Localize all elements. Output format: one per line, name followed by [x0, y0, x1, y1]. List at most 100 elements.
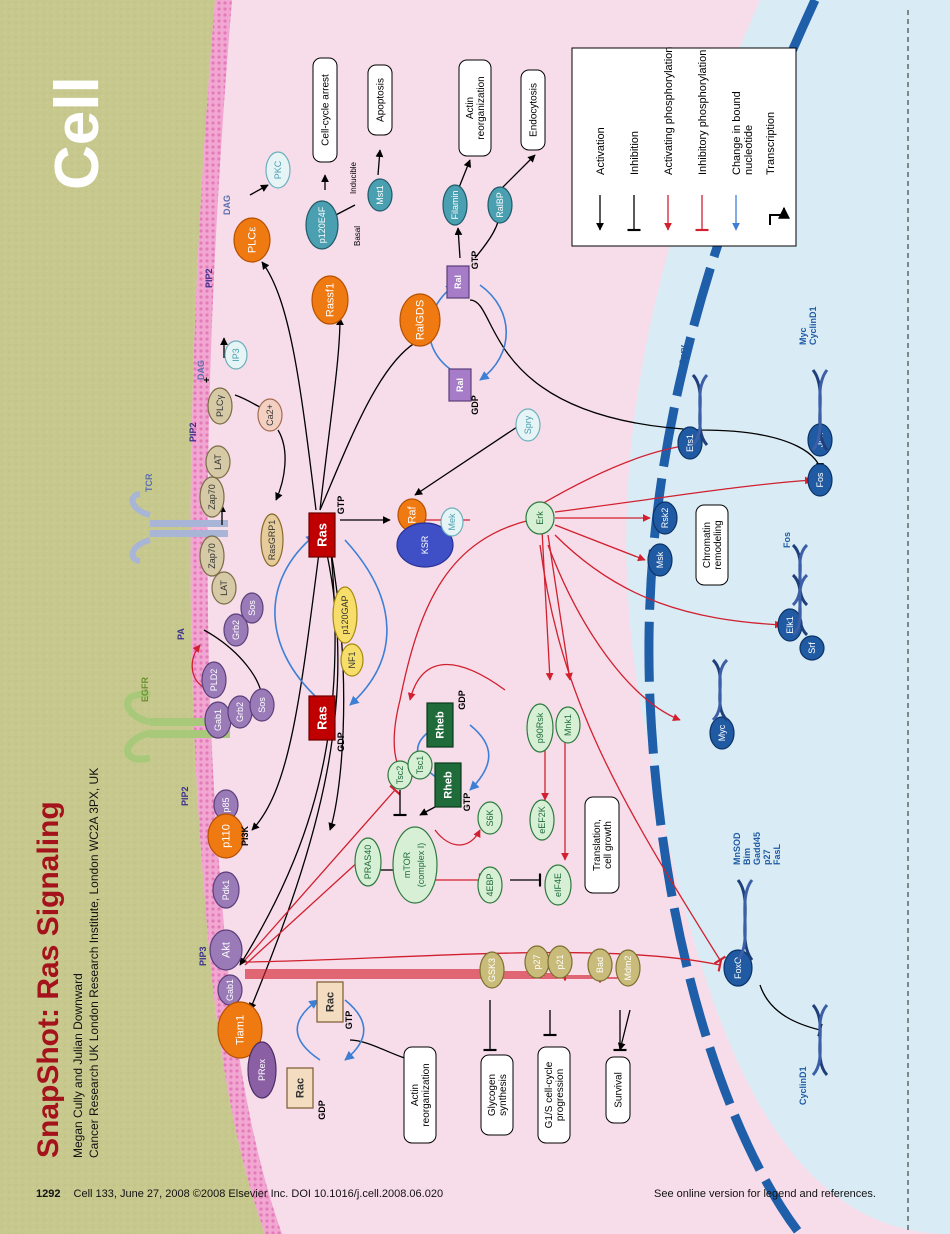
actin-reorg-box-top-text: Actinreorganization [465, 76, 487, 139]
rsk2: Rsk2 [652, 501, 678, 535]
ras-gtp: Ras [308, 512, 336, 558]
cell-cycle-arrest-box-text: Cell-cycle arrest [321, 74, 332, 146]
msk: Msk [647, 543, 673, 577]
plcg-label: PLCγ [215, 395, 225, 418]
4ebp-label: 4EBP [485, 873, 495, 896]
tiam1-label: Tiam1 [235, 1015, 247, 1045]
journal-logo: Cell [43, 76, 112, 190]
rassf1: Rassf1 [311, 275, 349, 325]
gab1-low-label: Gab1 [225, 979, 235, 1001]
mst1-label: Mst1 [375, 185, 385, 205]
s6k: S6K [477, 801, 503, 835]
pkc-label: PKC [273, 160, 283, 179]
ral-gtp: Ral [446, 265, 470, 299]
legend-item-3: Inhibitory phosphorylation [697, 50, 709, 175]
lat-1-label: LAT [219, 580, 229, 596]
chromatin-box-text: Chromatinremodeling [702, 520, 724, 569]
rsk2-label: Rsk2 [660, 508, 670, 529]
inducible-label: Inducible [349, 161, 358, 194]
pkc: PKC [265, 151, 291, 189]
plce: PLCε [233, 217, 271, 263]
mnk1-label: Mnk1 [563, 714, 573, 736]
legend-item-0: Activation [595, 127, 607, 175]
eef2k-label: eEF2K [537, 806, 547, 834]
grb2-top: Grb2 [227, 695, 253, 729]
mtor-label: mTOR [402, 851, 412, 878]
pa-label: PA [176, 628, 186, 640]
ras-gdp-label: Ras [314, 706, 329, 730]
mdm2: Mdm2 [615, 949, 641, 987]
mek: Mek [440, 507, 464, 537]
sos-top-label: Sos [257, 697, 267, 713]
ip3-label: IP3 [231, 348, 241, 362]
zap70-2: Zap70 [199, 476, 225, 518]
pld2: PLD2 [201, 661, 227, 699]
ral-gdp: Ral [448, 368, 472, 402]
actin-reorg-box-low: Actinreorganization [403, 1046, 437, 1144]
g1s-box-text: G1/S cell-cycleprogression [544, 1061, 566, 1128]
rasgrp1: RasGRP1 [260, 513, 284, 567]
rac-gtp: Rac [316, 981, 344, 1023]
pip3-label: PIP3 [198, 946, 208, 966]
pip2-label-3: PIP2 [180, 786, 190, 806]
ksr-label: KSR [420, 535, 430, 554]
ralbp-label: RalBP [495, 192, 505, 218]
rac-gtp-state: GTP [344, 1011, 354, 1030]
legend-item-4: Change in boundnucleotide [731, 91, 755, 175]
affiliation: Cancer Research UK London Research Insti… [87, 768, 101, 1158]
gsk3-label: GSK3 [487, 958, 497, 982]
dna-ets1 [691, 373, 709, 447]
lat-1: LAT [211, 571, 237, 605]
grb2-mid-label: Grb2 [231, 620, 241, 640]
ras-gdp: Ras [308, 695, 336, 741]
ralgds: RalGDS [399, 293, 441, 347]
rheb-gdp: Rheb [426, 702, 454, 748]
p21-label: p21 [555, 954, 565, 969]
page-title: SnapShot: Ras Signaling [32, 801, 65, 1158]
plcg: PLCγ [207, 387, 233, 425]
ral-gtp-label: Ral [453, 275, 463, 289]
egfr-label: EGFR [140, 676, 150, 702]
chromatin-box: Chromatinremodeling [695, 504, 729, 586]
mek-label: Mek [447, 513, 457, 531]
pip2-label-2: PIP2 [188, 422, 198, 442]
gene-foxo-targets: MnSODBimGadd45p27FasL [732, 832, 782, 865]
myc: Myc [709, 716, 735, 750]
eef2k: eEF2K [529, 799, 555, 841]
gab1-top-label: Gab1 [213, 709, 223, 731]
ets1-label: Ets1 [685, 434, 695, 452]
citation: Cell 133, June 27, 2008 ©2008 Elsevier I… [73, 1188, 444, 1200]
nf1: NF1 [340, 643, 364, 677]
gene-fos: Fos [782, 532, 792, 548]
online-note: See online version for legend and refere… [654, 1188, 876, 1200]
fos-label: Fos [815, 472, 825, 488]
apoptosis-box-text: Apoptosis [376, 78, 387, 122]
p21: p21 [547, 945, 573, 979]
ras-gdp-state: GDP [336, 732, 346, 752]
ral-gdp-label: Ral [455, 378, 465, 392]
apoptosis-box: Apoptosis [367, 64, 393, 136]
egfr-receptor [124, 690, 230, 763]
tcr-label: TCR [144, 473, 154, 492]
eif4e-label: eIF4E [553, 873, 563, 897]
raf-label: Raf [407, 506, 419, 524]
rheb-gdp-state: GDP [457, 690, 467, 710]
p120e4f-label: p120E4F [317, 206, 327, 243]
pip2-label-1: PIP2 [204, 268, 214, 288]
mnk1: Mnk1 [555, 706, 581, 744]
legend-item-5: Transcription [765, 112, 777, 175]
endocytosis-box: Endocytosis [520, 69, 546, 151]
grb2-top-label: Grb2 [235, 702, 245, 722]
bad: Bad [587, 948, 613, 982]
rheb-gtp-state: GTP [462, 793, 472, 812]
p120gap-label: p120GAP [340, 595, 350, 634]
rheb-gtp-label: Rheb [443, 771, 455, 799]
gene-promoters: SpryMycCyclinD1FosMnSODBimGadd45p27FasLC… [678, 306, 829, 1105]
gene-cyclind1: CyclinD1 [798, 1066, 808, 1105]
p27: p27 [524, 945, 550, 979]
srf-label: Srf [807, 642, 817, 654]
msk-label: Msk [655, 551, 665, 568]
